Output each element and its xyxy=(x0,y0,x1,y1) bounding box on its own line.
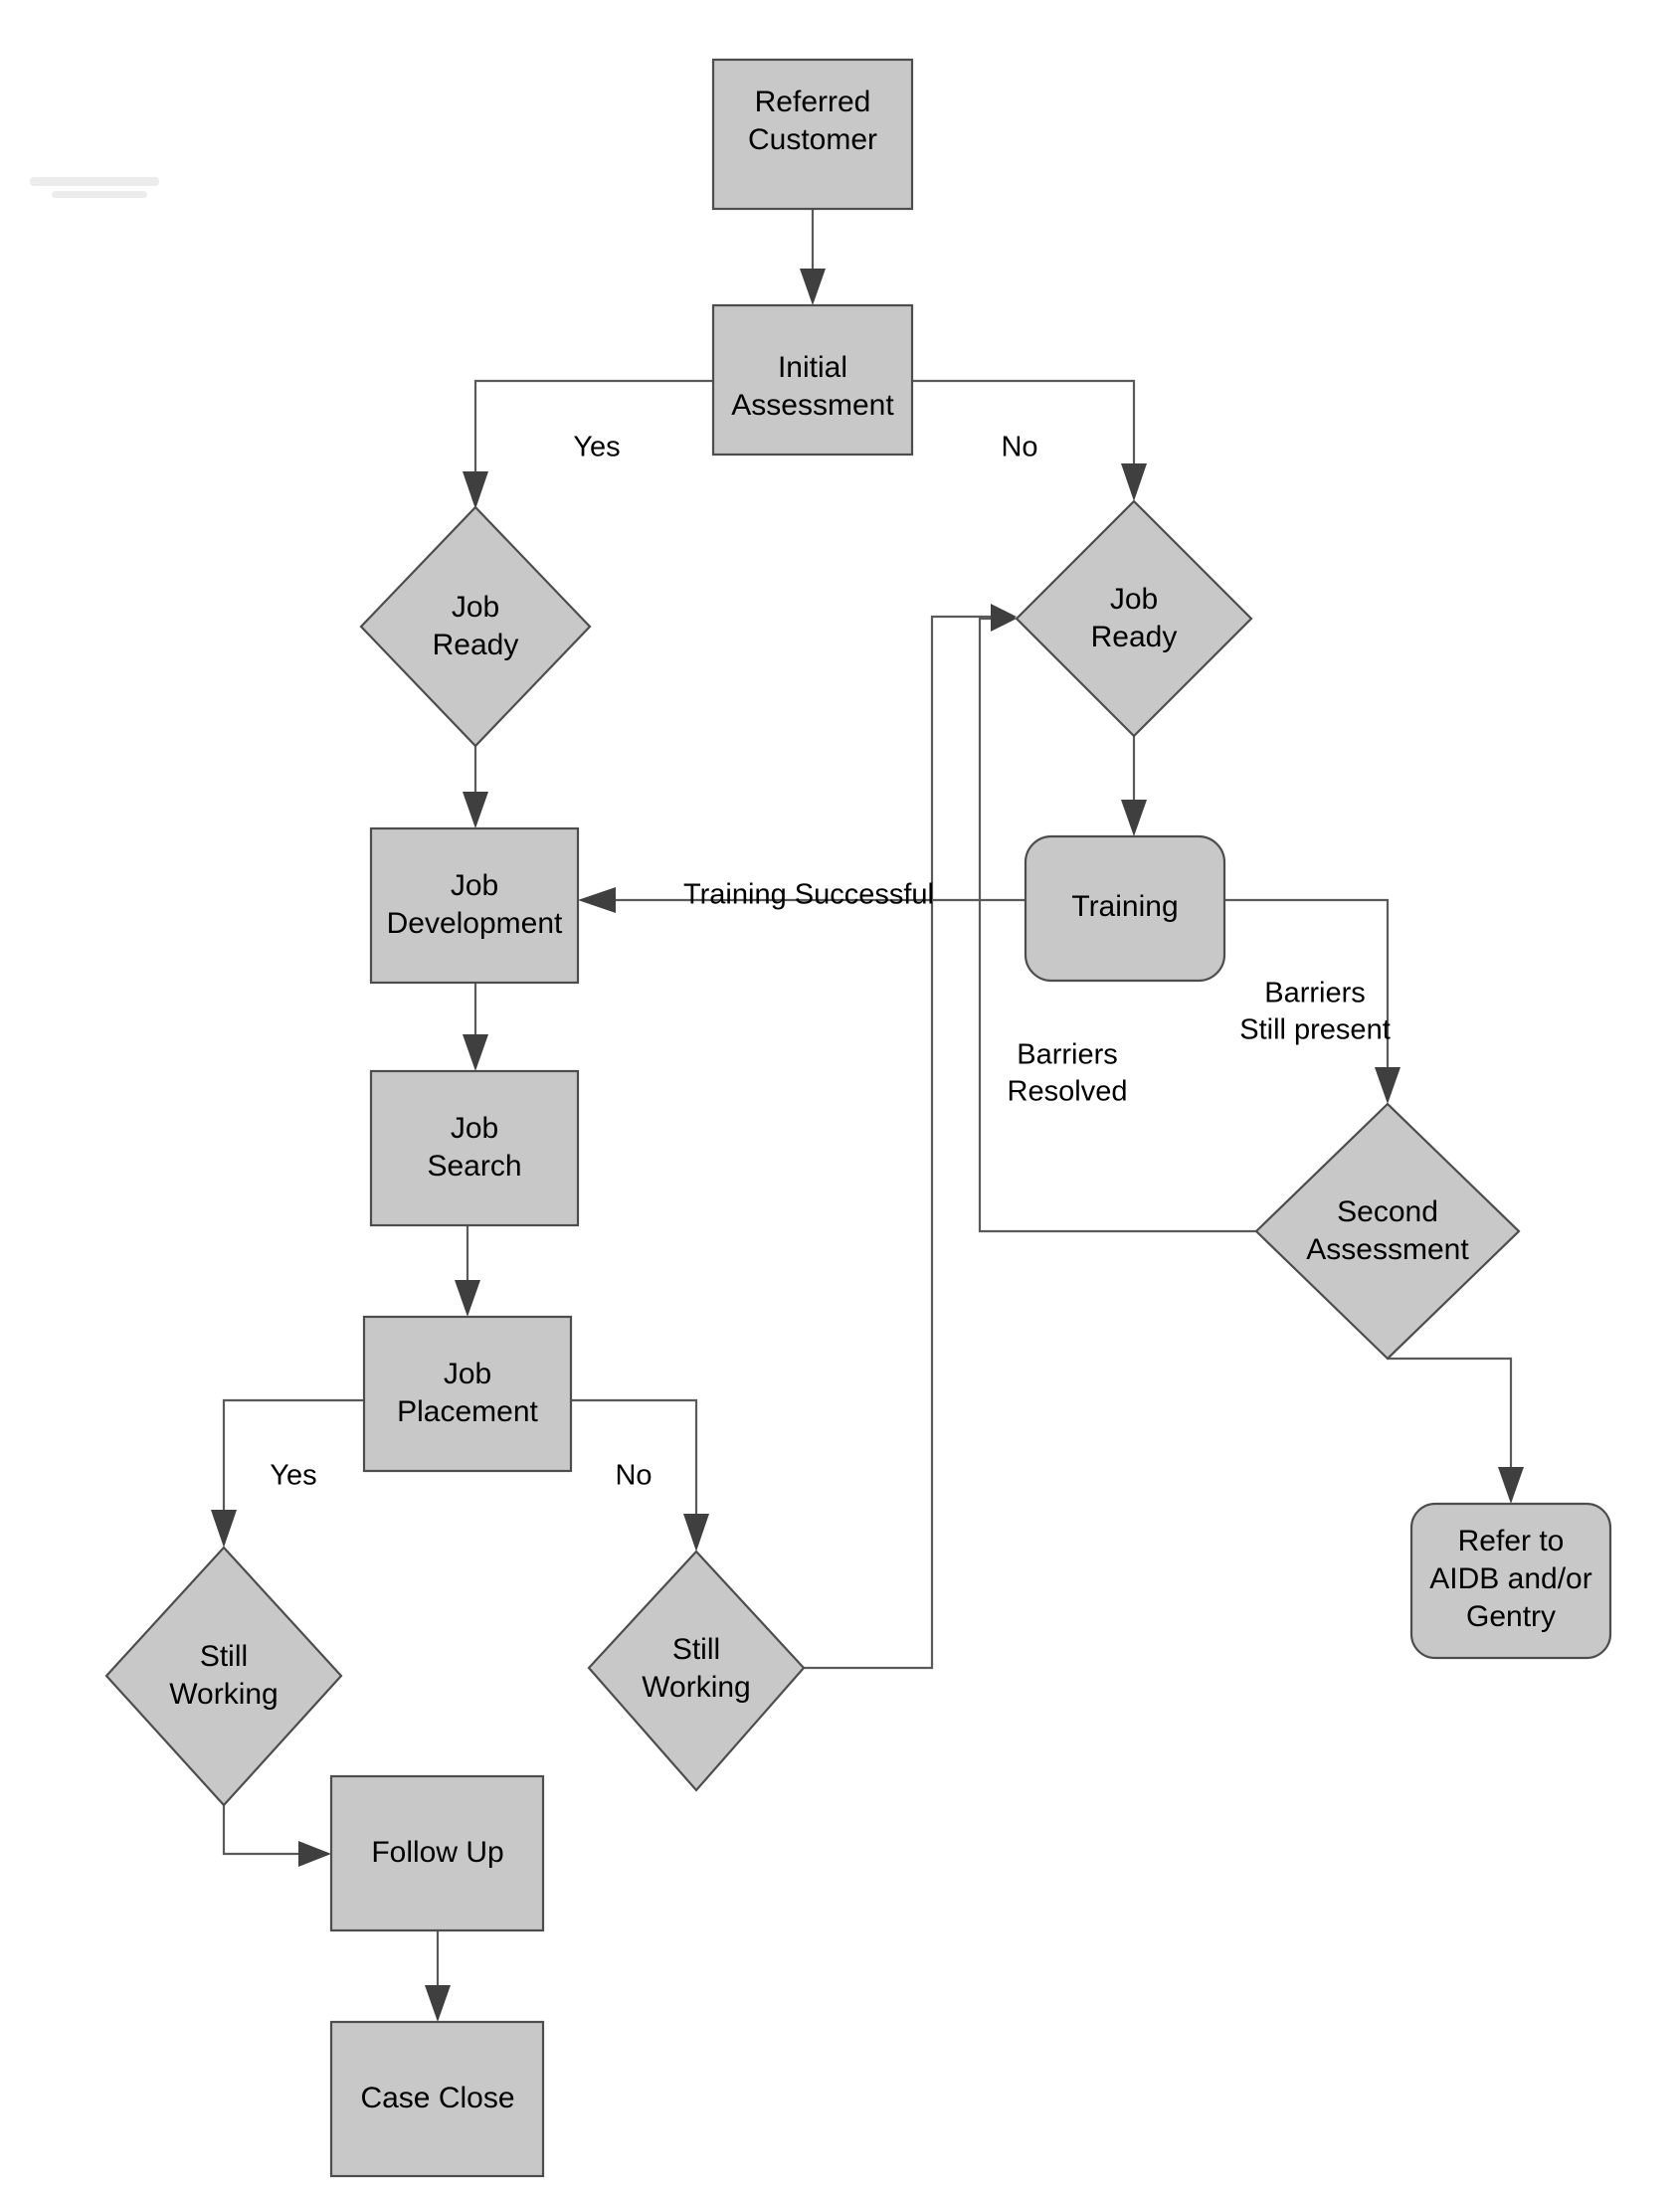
job-placement-label-line2: Placement xyxy=(397,1395,538,1428)
node-job-ready-left[interactable]: Job Ready xyxy=(359,505,592,748)
referred-customer-box[interactable] xyxy=(711,58,914,211)
node-follow-up[interactable]: Follow Up xyxy=(329,1774,545,1932)
job-development-label-line2: Development xyxy=(387,907,563,940)
second-assessment-label-line2: Assessment xyxy=(1306,1233,1469,1266)
edge-initial-to-jobready-right xyxy=(912,379,1147,501)
edge-jobready-right-to-training xyxy=(1121,736,1147,836)
edge-development-to-search xyxy=(463,983,488,1071)
job-ready-right-label-line1: Job xyxy=(1110,583,1158,616)
refer-aidb-gentry-label-line2: AIDB and/or xyxy=(1429,1562,1591,1595)
job-placement-label-line1: Job xyxy=(444,1358,491,1390)
edge-placement-to-working-yes xyxy=(211,1398,364,1548)
case-close-box[interactable] xyxy=(329,2020,545,2178)
still-working-no-label-line1: Still xyxy=(672,1633,720,1666)
scan-artifact xyxy=(30,177,159,198)
still-working-yes-diamond[interactable] xyxy=(104,1546,343,1807)
job-ready-right-diamond[interactable] xyxy=(1015,499,1253,738)
refer-aidb-gentry-label-line3: Gentry xyxy=(1466,1600,1556,1633)
still-working-no-diamond[interactable] xyxy=(587,1550,806,1792)
node-referred-customer[interactable]: Referred Customer xyxy=(711,58,914,211)
edge-training-to-second-assessment xyxy=(1224,898,1400,1104)
node-refer-aidb-gentry[interactable]: Refer to AIDB and/or Gentry xyxy=(1409,1502,1612,1660)
initial-assessment-label-line1: Initial xyxy=(778,351,847,384)
edge-referred-to-initial xyxy=(800,209,826,305)
job-search-box[interactable] xyxy=(369,1069,580,1227)
job-ready-left-label-line2: Ready xyxy=(433,629,519,661)
edge-search-to-placement xyxy=(455,1225,480,1317)
node-still-working-yes[interactable]: Still Working xyxy=(104,1546,343,1807)
node-case-close[interactable]: Case Close xyxy=(329,2020,545,2178)
job-search-label-line1: Job xyxy=(451,1112,498,1145)
referred-customer-label-line1: Referred xyxy=(755,86,871,118)
initial-assessment-box[interactable] xyxy=(711,303,914,457)
node-initial-assessment[interactable]: Initial Assessment xyxy=(711,303,914,457)
edge-label-no-initial: No xyxy=(1001,432,1037,463)
edge-initial-to-jobready-left xyxy=(463,379,713,509)
edge-label-barriers-still-present-line2: Still present xyxy=(1239,1014,1391,1046)
job-placement-box[interactable] xyxy=(362,1315,573,1473)
node-second-assessment[interactable]: Second Assessment xyxy=(1254,1102,1521,1361)
edge-label-barriers-resolved-line1: Barriers xyxy=(1017,1039,1118,1071)
refer-aidb-gentry-label-line1: Refer to xyxy=(1458,1525,1565,1557)
node-job-development[interactable]: Job Development xyxy=(369,826,580,985)
job-development-label-line1: Job xyxy=(451,869,498,902)
job-development-box[interactable] xyxy=(369,826,580,985)
still-working-no-label-line2: Working xyxy=(642,1671,750,1704)
job-ready-left-label-line1: Job xyxy=(452,591,499,624)
edge-label-yes-placement: Yes xyxy=(270,1460,316,1492)
edge-label-training-successful: Training Successful xyxy=(683,879,934,911)
edge-second-assessment-to-refer xyxy=(1388,1357,1524,1504)
still-working-yes-label-line1: Still xyxy=(200,1640,248,1673)
job-ready-right-label-line2: Ready xyxy=(1091,621,1178,653)
edge-placement-to-working-no xyxy=(571,1398,709,1552)
follow-up-label: Follow Up xyxy=(371,1836,503,1869)
training-box[interactable] xyxy=(1024,834,1226,983)
edge-followup-to-caseclose xyxy=(425,1930,451,2022)
node-training[interactable]: Training xyxy=(1024,834,1226,983)
second-assessment-diamond[interactable] xyxy=(1254,1102,1521,1361)
training-label: Training xyxy=(1071,890,1178,923)
edge-jobready-left-to-development xyxy=(463,746,488,828)
edge-label-barriers-still-present-line1: Barriers xyxy=(1264,978,1366,1009)
job-search-label-line2: Search xyxy=(427,1150,521,1183)
edge-label-barriers-resolved-line2: Resolved xyxy=(1008,1076,1128,1108)
edge-label-yes-initial: Yes xyxy=(573,432,620,463)
node-still-working-no[interactable]: Still Working xyxy=(587,1550,806,1792)
edge-label-no-placement: No xyxy=(615,1460,652,1492)
follow-up-box[interactable] xyxy=(329,1774,545,1932)
still-working-yes-label-line2: Working xyxy=(169,1678,278,1711)
edge-working-yes-to-followup xyxy=(222,1805,331,1867)
referred-customer-label-line2: Customer xyxy=(748,123,877,156)
case-close-label: Case Close xyxy=(360,2082,514,2114)
initial-assessment-label-line2: Assessment xyxy=(731,389,894,422)
node-job-ready-right[interactable]: Job Ready xyxy=(1015,499,1253,738)
refer-aidb-gentry-box[interactable] xyxy=(1409,1502,1612,1660)
node-job-placement[interactable]: Job Placement xyxy=(362,1315,573,1473)
second-assessment-label-line1: Second xyxy=(1337,1195,1438,1228)
job-ready-left-diamond[interactable] xyxy=(359,505,592,748)
node-job-search[interactable]: Job Search xyxy=(369,1069,580,1227)
edge-working-no-to-jobready-right xyxy=(804,604,1017,1670)
edge-training-to-development xyxy=(578,887,1026,913)
